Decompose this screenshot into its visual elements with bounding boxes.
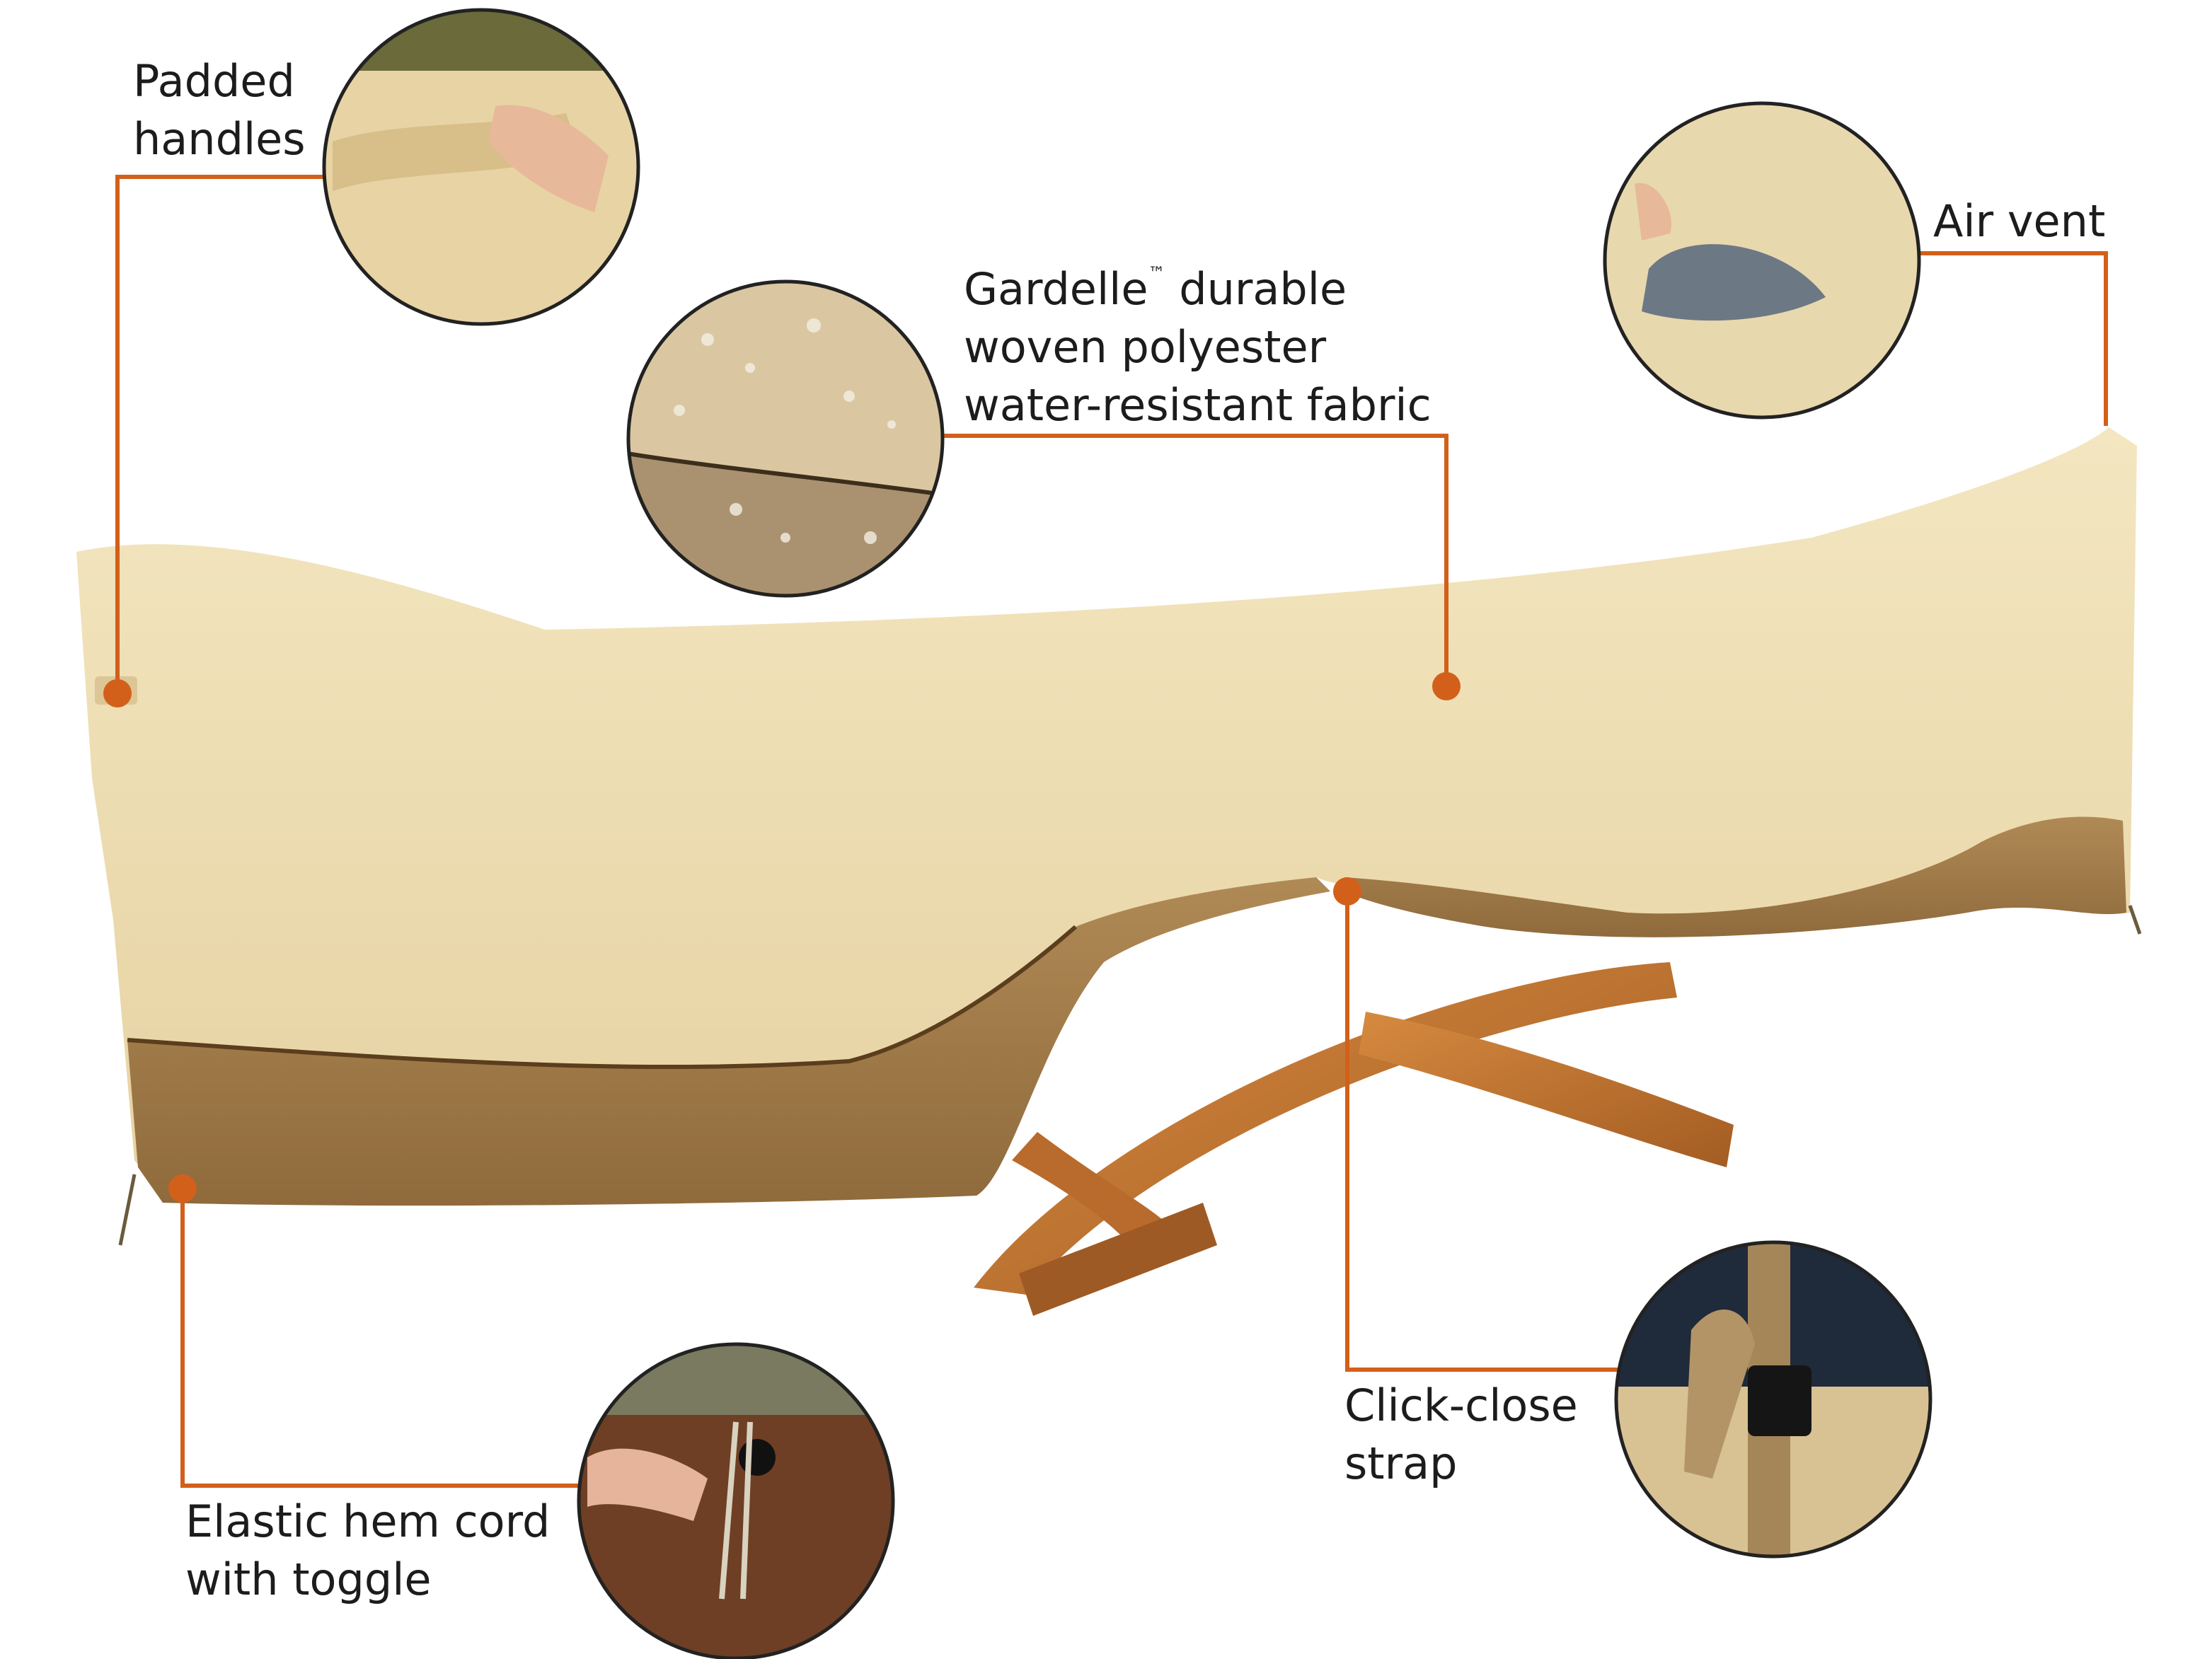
callout-fabric: Gardelle™ durable woven polyester water-…	[964, 260, 1432, 434]
hem-cord-detail-photo	[577, 1342, 895, 1659]
padded-handle-detail-photo	[322, 8, 640, 326]
callout-elastic-hem-cord-line1: Elastic hem cord	[185, 1496, 551, 1547]
callout-click-close-strap: Click-close strap	[1344, 1377, 1578, 1493]
callout-click-close-strap-line2: strap	[1344, 1438, 1458, 1489]
callout-fabric-brand: Gardelle	[964, 263, 1148, 315]
callout-fabric-line1: Gardelle™ durable	[964, 260, 1432, 318]
callout-padded-handles-line2: handles	[133, 113, 306, 165]
fabric-detail-photo	[626, 279, 945, 598]
trademark-symbol: ™	[1148, 263, 1165, 283]
strap-detail-photo	[1614, 1240, 1932, 1559]
callout-click-close-strap-line1: Click-close	[1344, 1380, 1578, 1431]
callout-dots	[103, 672, 1461, 1203]
callout-fabric-line2: woven polyester	[964, 321, 1327, 373]
furniture-cover	[76, 427, 2142, 1246]
wooden-stand	[974, 962, 1734, 1316]
callout-lines	[115, 175, 2108, 1488]
callout-padded-handles-line1: Padded	[133, 55, 295, 107]
callout-padded-handles: Padded handles	[133, 52, 306, 168]
callout-elastic-hem-cord-line2: with toggle	[185, 1554, 432, 1605]
callout-air-vent-line1: Air vent	[1933, 195, 2106, 247]
callout-fabric-line1-rest: durable	[1165, 263, 1347, 315]
callout-elastic-hem-cord: Elastic hem cord with toggle	[185, 1493, 550, 1609]
callout-fabric-line3: water-resistant fabric	[964, 379, 1432, 431]
air-vent-detail-photo	[1603, 101, 1921, 420]
callout-air-vent: Air vent	[1933, 192, 2105, 250]
